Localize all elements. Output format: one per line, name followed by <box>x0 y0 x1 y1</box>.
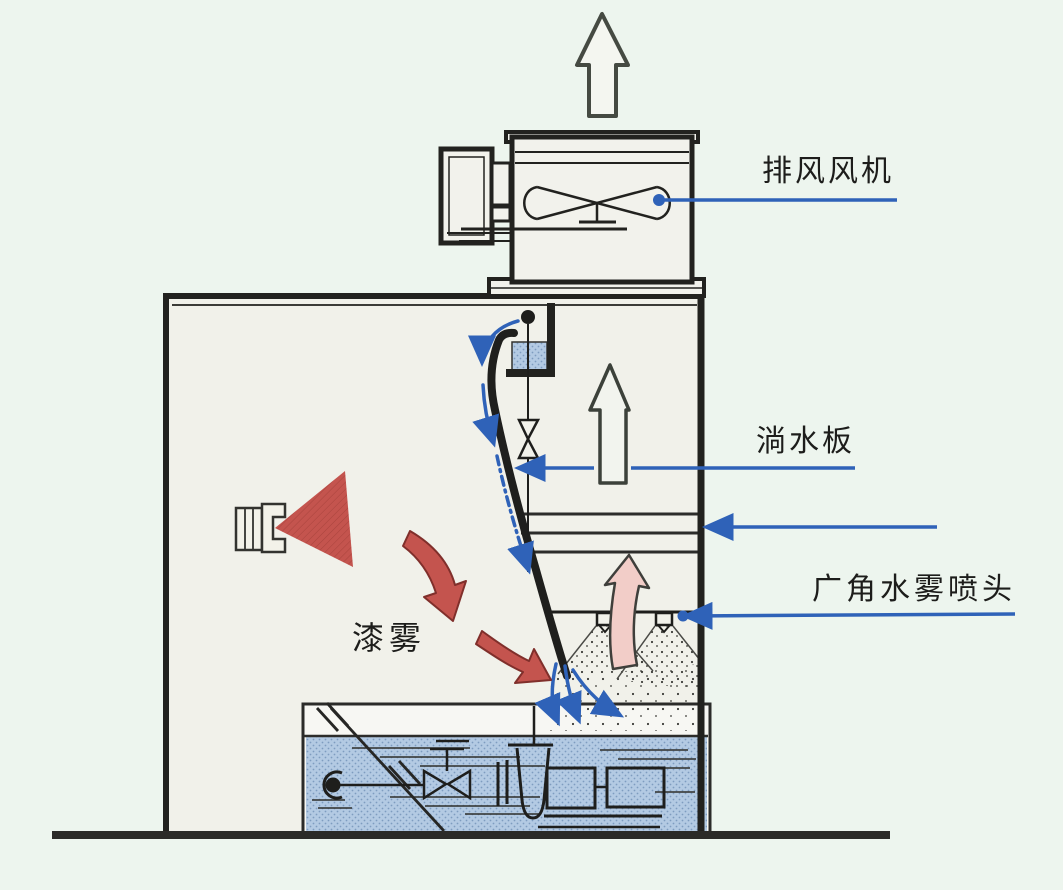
drain-fitting <box>322 770 424 800</box>
paint-mist-arrows <box>402 530 552 684</box>
tank-valve-icon <box>422 739 472 801</box>
overflow-box <box>506 303 555 377</box>
exhaust-up-arrow <box>575 12 630 118</box>
label-water-flow-plate: 淌水板 <box>756 424 855 459</box>
leader-lines <box>514 194 1016 630</box>
pipe-break-bars <box>496 760 509 806</box>
eliminator-plates <box>517 512 698 554</box>
label-paint-mist: 漆雾 <box>352 619 427 657</box>
float-ball <box>521 310 535 420</box>
tower-airflow-up-arrow <box>588 363 631 485</box>
suction-strainer <box>508 706 662 829</box>
water-flow-arrows <box>468 319 625 727</box>
label-exhaust-fan: 排风风机 <box>762 154 894 189</box>
updraft-arrow <box>603 553 651 671</box>
booth-walls <box>163 278 705 834</box>
paint-spray-cone <box>275 471 353 567</box>
fan-motor <box>438 146 512 246</box>
water-curtain-board <box>487 328 571 680</box>
tank-diagonal-plate <box>315 702 446 832</box>
water-ripples <box>312 747 696 815</box>
fan-blade-icon <box>461 185 671 231</box>
exhaust-fan-leader <box>653 194 897 206</box>
label-wide-angle-nozzle: 广角水雾喷头 <box>812 572 1016 607</box>
pump-unit <box>545 766 666 810</box>
exhaust-fan-housing <box>504 130 700 285</box>
spray-gun <box>234 502 287 554</box>
nozzle-leader <box>677 601 1016 630</box>
ground-line <box>52 831 890 839</box>
